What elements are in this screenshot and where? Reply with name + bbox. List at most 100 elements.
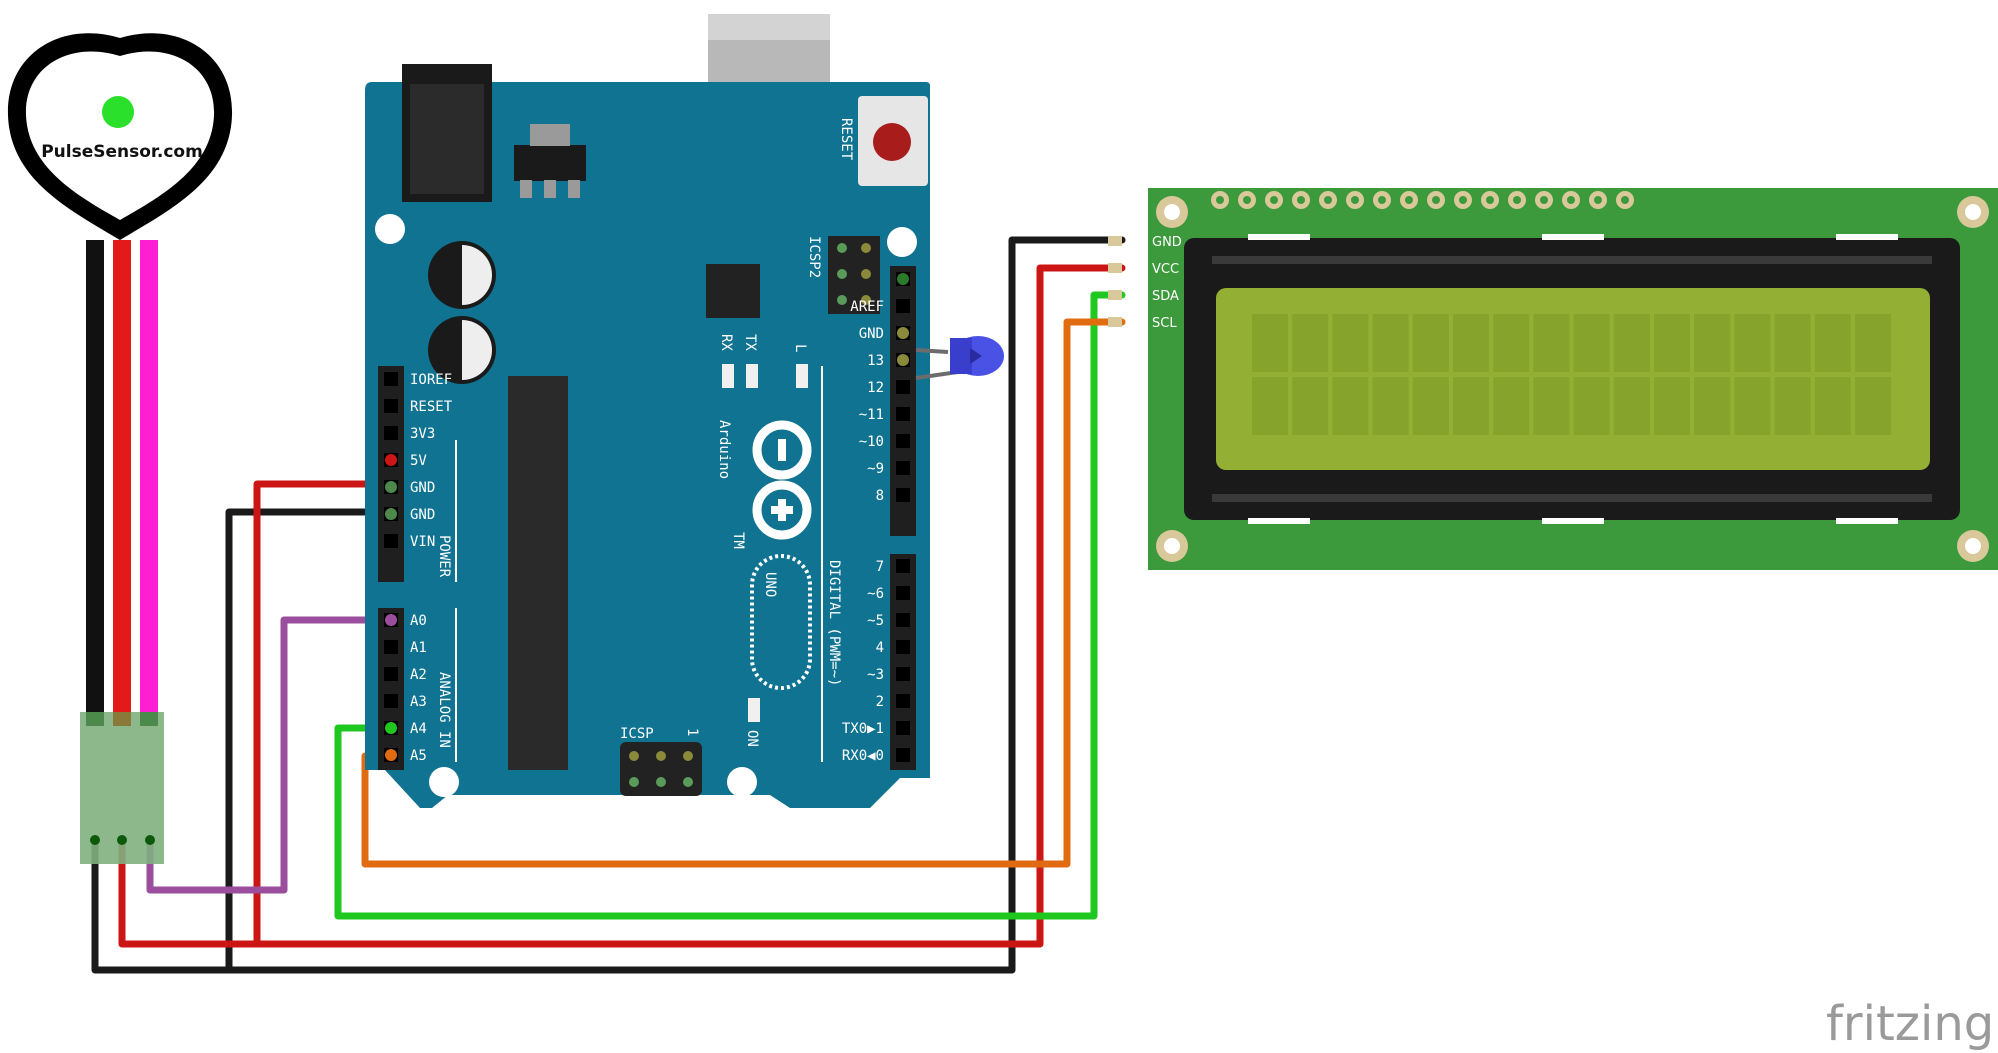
digital-top-pin-label-1: GND [859,326,884,342]
lcd-char-cell [1613,377,1650,435]
analog-pin-label-3: A3 [410,694,427,710]
digital-top-pin-label-2: 13 [867,353,884,369]
arduino-brand: Arduino [716,420,732,479]
power-pin-0[interactable] [384,372,398,386]
lcd-header-pin-hole [1432,196,1440,204]
icsp2-label: ICSP2 [806,236,822,278]
lcd-char-cell [1493,314,1530,372]
lcd-header-pin-hole [1405,196,1413,204]
lcd-i2c-pin-0[interactable] [1108,236,1122,246]
lcd-char-cell [1694,314,1731,372]
digital-bottom-pin-label-3: 4 [876,640,884,656]
lcd-i2c-pin-2[interactable] [1108,290,1122,300]
lcd-header-pin-hole [1270,196,1278,204]
digital-top-pin-label-4: ~11 [859,407,884,423]
lcd-header-pin-hole [1324,196,1332,204]
lcd-i2c-pin-1[interactable] [1108,263,1122,273]
lcd-char-cell [1814,314,1851,372]
digital-bottom-pin-label-4: ~3 [867,667,884,683]
digital-bottom-pin-5[interactable] [896,694,910,708]
digital-bottom-pin-1[interactable] [896,586,910,600]
wire-red-arduino-5v [253,480,394,948]
lcd-char-cell [1573,314,1610,372]
analog-pin-3[interactable] [384,694,398,708]
power-pin-label-3: 5V [410,453,427,469]
digital-bottom-pin-3[interactable] [896,640,910,654]
analog-pin-label-2: A2 [410,667,427,683]
lcd-char-cell [1855,314,1891,372]
pulse-sensor-led [102,96,134,128]
lcd-char-cell [1654,314,1690,372]
lcd-header-pin-hole [1513,196,1521,204]
digital-bottom-pin-label-6: TX0▶1 [842,721,884,737]
power-pin-label-2: 3V3 [410,426,435,442]
power-pin-label-0: IOREF [410,372,452,388]
on-label: ON [744,730,760,747]
analog-pin-label-1: A1 [410,640,427,656]
arduino-trademark: TM [730,532,746,549]
lcd-char-cell [1412,314,1449,372]
lcd-i2c-pin-label-0: GND [1152,235,1182,250]
lcd-header-pin-hole [1594,196,1602,204]
lcd-char-cell [1533,377,1570,435]
uno-badge [750,554,812,690]
lcd-i2c-pin-label-1: VCC [1152,262,1179,277]
power-pin-1[interactable] [384,399,398,413]
wire-green-sda [334,291,1126,920]
digital-top-pin-0[interactable] [896,299,910,313]
digital-bottom-pin-7[interactable] [896,748,910,762]
wire-black-arduino-gnd [225,508,394,974]
lcd-header-pin-hole [1216,196,1224,204]
lcd-header-pin-hole [1540,196,1548,204]
arduino-logo [752,420,812,540]
lcd-char-cell [1412,377,1449,435]
analog-pin-0-lead [385,614,397,626]
digital-bottom-pin-0[interactable] [896,559,910,573]
digital-bottom-pin-4[interactable] [896,667,910,681]
digital-top-pin-7[interactable] [896,488,910,502]
lcd-header-pin-hole [1621,196,1629,204]
lcd-char-cell [1613,314,1650,372]
icsp-pin1-label: 1 [684,728,700,736]
lcd-header-pin-hole [1378,196,1386,204]
lcd-header-pin-hole [1486,196,1494,204]
fritzing-watermark: fritzing [1826,996,1994,1052]
lcd-header-pin-hole [1351,196,1359,204]
lcd-header-pin-hole [1567,196,1575,204]
uno-label: UNO [762,572,778,597]
digital-top-pin-label-7: 8 [876,488,884,504]
digital-top-pin-6[interactable] [896,461,910,475]
lcd-char-cell [1734,377,1771,435]
digital-bottom-pin-2[interactable] [896,613,910,627]
digital-top-pin-label-5: ~10 [859,434,884,450]
power-pin-label-1: RESET [410,399,453,415]
digital-bottom-pin-label-0: 7 [876,559,884,575]
digital-bottom-pin-6[interactable] [896,721,910,735]
lcd-char-cell [1774,314,1811,372]
digital-top-pin-5[interactable] [896,434,910,448]
analog-pin-1[interactable] [384,640,398,654]
lcd-char-cell [1453,377,1489,435]
lcd-char-cell [1252,314,1288,372]
digital-top-pin-3[interactable] [896,380,910,394]
digital-bottom-pin-label-2: ~5 [867,613,884,629]
lcd-i2c-pin-3[interactable] [1108,317,1122,327]
reset-label: RESET [838,118,854,161]
digital-bottom-pin-label-1: ~6 [867,586,884,602]
lcd-header-pin-hole [1459,196,1467,204]
lcd-char-cell [1292,314,1329,372]
analog-pin-2[interactable] [384,667,398,681]
digital-top-pin-label-0: AREF [850,299,884,315]
power-pin-6[interactable] [384,534,398,548]
rx-label: RX [718,334,734,351]
power-pin-4-lead [385,481,397,493]
power-pin-5-lead [385,508,397,520]
lcd-char-cell [1654,377,1690,435]
digital-label: DIGITAL (PWM=~) [826,560,842,686]
digital-top-pin-4[interactable] [896,407,910,421]
lcd-char-cell [1694,377,1731,435]
lcd-i2c-pin-label-3: SCL [1152,316,1177,331]
power-pin-2[interactable] [384,426,398,440]
power-pin-label-6: VIN [410,534,435,550]
lcd-char-cell [1573,377,1610,435]
